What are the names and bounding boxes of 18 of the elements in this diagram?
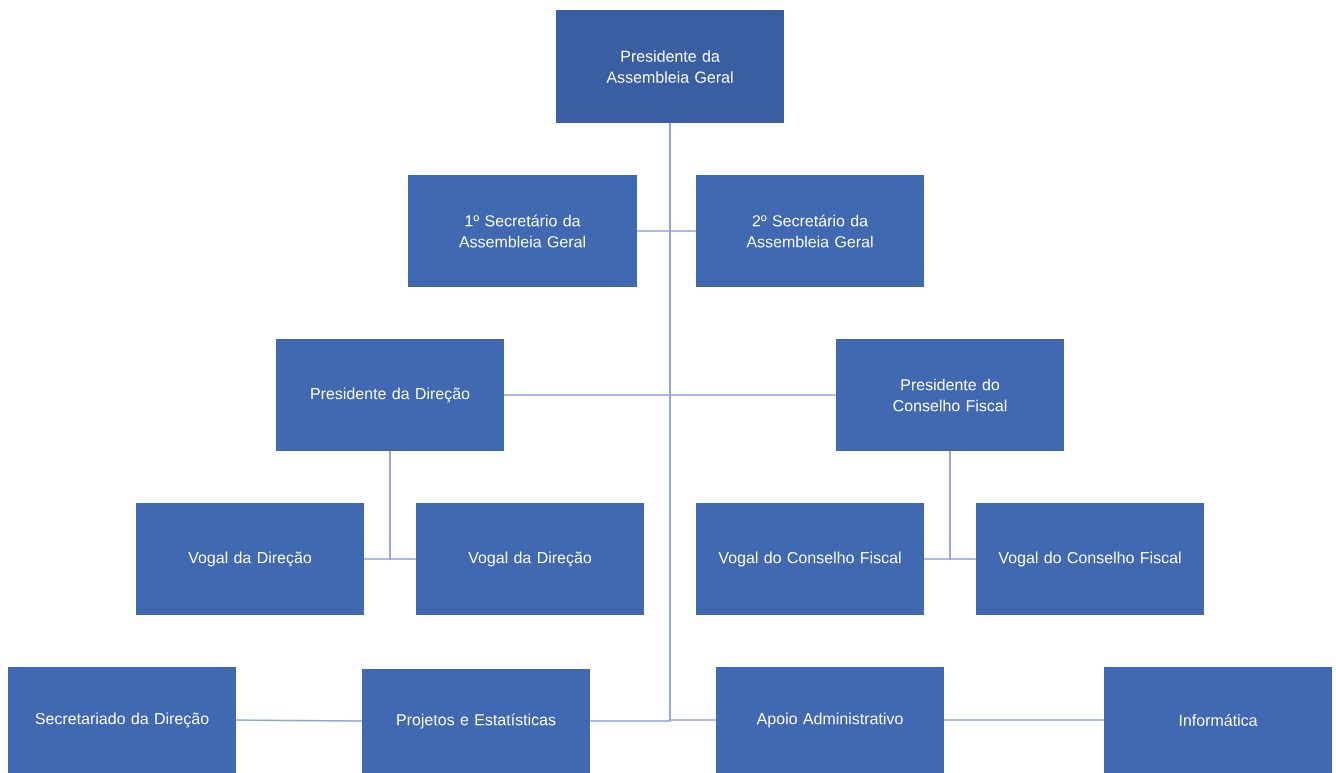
org-box: Vogal da Direção [416,503,644,615]
org-box: Vogal do Conselho Fiscal [696,503,924,615]
connector-line [669,122,717,721]
connector-line [949,450,977,560]
org-box: Presidente da Assembleia Geral [556,10,784,123]
org-box: Secretariado da Direção [8,667,236,773]
connector-line [389,450,417,560]
org-box: Vogal da Direção [136,503,364,615]
connector-line [235,719,363,722]
org-box: 2º Secretário da Assembleia Geral [696,175,924,287]
org-box: Apoio Administrativo [716,667,944,773]
org-box: Presidente da Direção [276,339,504,451]
org-box: Presidente do Conselho Fiscal [836,339,1064,451]
org-box: 1º Secretário da Assembleia Geral [408,175,637,287]
org-box: Vogal do Conselho Fiscal [976,503,1204,615]
connector-line [943,719,1105,721]
org-box: Informática [1104,667,1332,773]
org-box: Projetos e Estatísticas [362,669,590,773]
